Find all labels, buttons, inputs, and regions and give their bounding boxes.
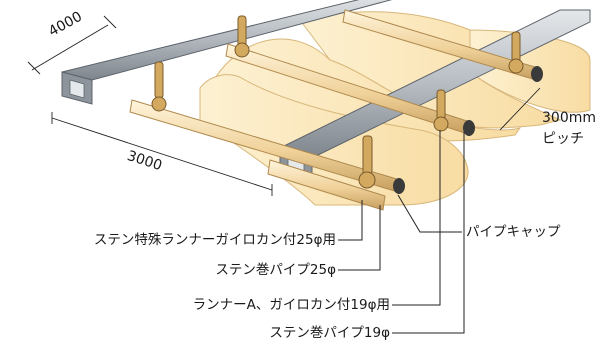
dimension-lines xyxy=(27,15,541,196)
leader-pipe-25 xyxy=(338,205,381,271)
callout-runner-25: ステン特殊ランナーガイロカン付25φ用 xyxy=(93,232,336,248)
leader-runner-19 xyxy=(392,130,441,306)
callout-runner-19: ランナーA、ガイロカン付19φ用 xyxy=(192,297,390,313)
dimension-pitch-label: ピッチ xyxy=(542,131,584,147)
pipe-cap-back xyxy=(531,66,543,82)
runners xyxy=(151,15,524,189)
callout-pipe-cap: パイプキャップ xyxy=(466,224,561,240)
callout-pipe-19: ステン巻パイプ19φ xyxy=(269,325,390,341)
leader-pipe-cap xyxy=(397,194,462,233)
callout-leaders xyxy=(338,130,465,334)
runner-hook-4 xyxy=(433,89,449,132)
pipe-cap-middle xyxy=(463,120,475,136)
runner-hook-1 xyxy=(151,61,167,112)
runner-hook-2 xyxy=(234,15,250,58)
callout-pipe-25: ステン巻パイプ25φ xyxy=(215,262,336,278)
pipe-cap-front xyxy=(393,178,405,194)
runner-hook-3 xyxy=(358,135,376,189)
leader-runner-25 xyxy=(338,200,363,241)
runner-hook-5 xyxy=(508,31,524,74)
dimension-pitch-value: 300mm xyxy=(542,110,596,126)
leader-pipe-19 xyxy=(392,132,465,334)
pipes xyxy=(129,9,543,211)
pipe-25 xyxy=(267,159,386,211)
